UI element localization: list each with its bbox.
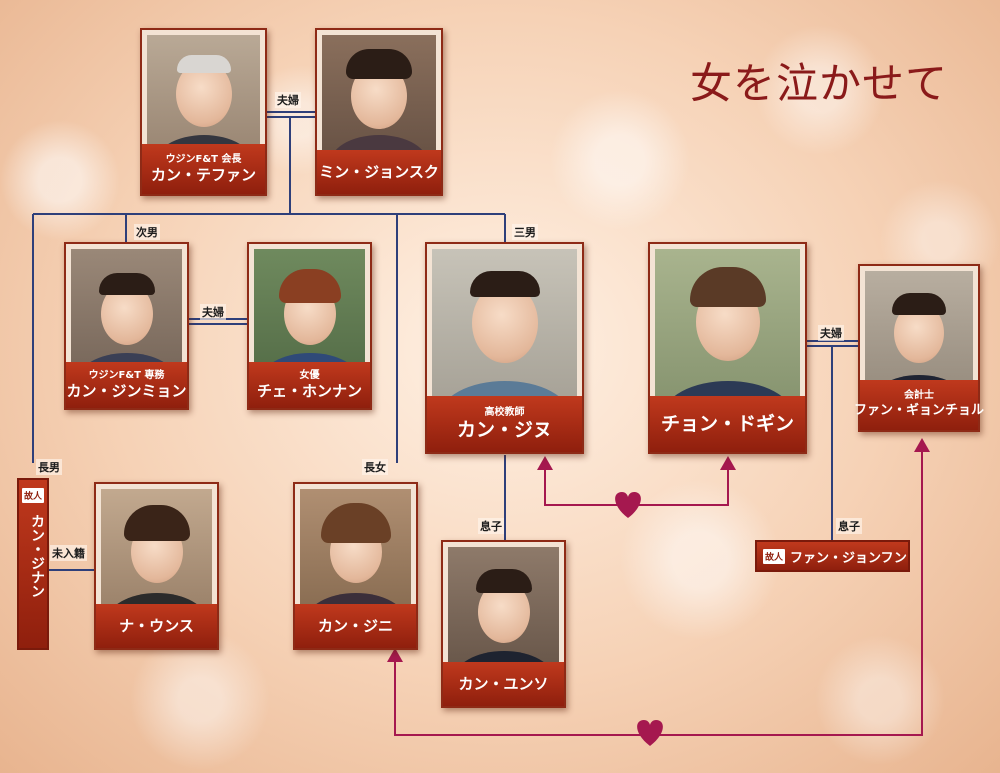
drama-title: 女を泣かせて (690, 59, 949, 108)
person-role: 女優 (299, 370, 320, 381)
person-name: カン・ジンミョン (66, 382, 187, 400)
relation-label-common-law: 未入籍 (50, 545, 87, 561)
card-kang-jini[interactable]: カン・ジニ (293, 482, 418, 650)
relation-label-couple: 夫婦 (275, 92, 301, 108)
relation-label-son: 息子 (478, 518, 504, 534)
person-role: 会計士 (904, 390, 934, 401)
deceased-badge: 故人 (22, 488, 45, 503)
card-kang-yunso[interactable]: カン・ユンソ (441, 540, 566, 708)
relation-label-third-son: 三男 (512, 224, 538, 240)
relation-label-son: 息子 (836, 518, 862, 534)
card-na-unsu[interactable]: ナ・ウンス (94, 482, 219, 650)
relation-label-couple: 夫婦 (200, 304, 226, 320)
person-name: ファン・ジョンフン (790, 550, 907, 566)
heart-icon (615, 492, 641, 518)
relation-label-eldest-son: 長男 (36, 459, 62, 475)
card-kang-jinu[interactable]: 高校教師 カン・ジヌ (425, 242, 584, 454)
person-name: カン・ユンソ (458, 675, 549, 693)
relation-label-couple: 夫婦 (818, 325, 844, 341)
person-name: ナ・ウンス (119, 617, 194, 635)
card-min-jonsuk[interactable]: ミン・ジョンスク (315, 28, 443, 196)
person-name: カン・ジナン (29, 514, 45, 598)
heart-icon (637, 720, 663, 746)
card-kang-jinmyon[interactable]: ウジンF&T 専務 カン・ジンミョン (64, 242, 189, 410)
card-che-honnan[interactable]: 女優 チェ・ホンナン (247, 242, 372, 410)
person-name: カン・ジニ (317, 617, 393, 635)
person-role: ウジンF&T 会長 (165, 154, 242, 165)
person-name: カン・テファン (150, 166, 256, 184)
relation-label-eldest-daughter: 長女 (362, 459, 388, 475)
person-role: ウジンF&T 専務 (88, 370, 165, 381)
person-name: ファン・ギョンチョル (854, 403, 985, 418)
person-name: カン・ジヌ (456, 419, 552, 441)
person-role: 高校教師 (484, 407, 525, 418)
card-fan-jonfun[interactable]: 故人 ファン・ジョンフン (755, 540, 910, 572)
card-kang-jinan[interactable]: 故人 カン・ジナン (17, 478, 49, 650)
person-name: チョン・ドギン (660, 413, 794, 435)
relation-label-second-son: 次男 (134, 224, 160, 240)
card-kang-tefan[interactable]: ウジンF&T 会長 カン・テファン (140, 28, 267, 196)
person-name: チェ・ホンナン (256, 382, 362, 400)
card-chon-dogin[interactable]: チョン・ドギン (648, 242, 807, 454)
person-name: ミン・ジョンスク (319, 163, 439, 181)
portrait-photo (448, 547, 559, 704)
deceased-badge: 故人 (763, 548, 786, 564)
card-fan-gyonchol[interactable]: 会計士 ファン・ギョンチョル (854, 264, 984, 432)
